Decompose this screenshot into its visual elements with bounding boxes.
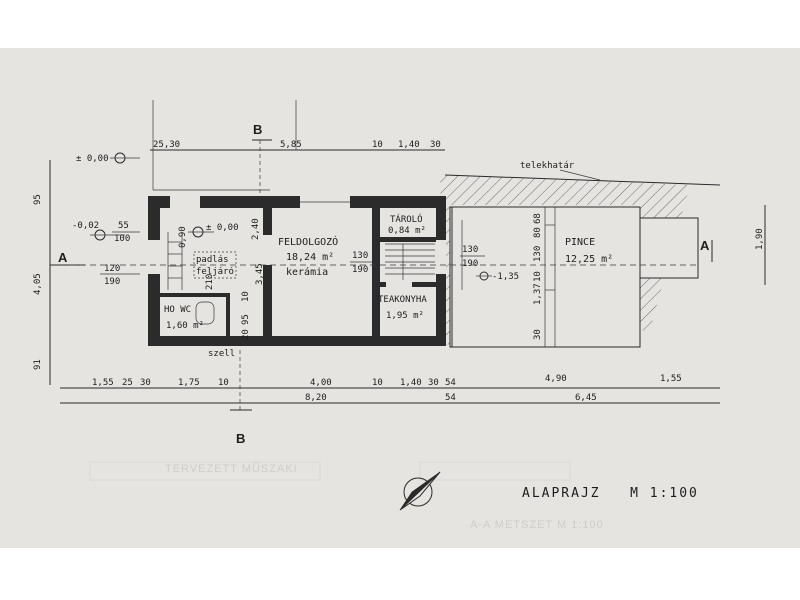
wall-south <box>148 336 444 346</box>
section-a-right: A <box>700 238 710 253</box>
level-pince: -1,35 <box>492 272 519 282</box>
drawing-sheet: TERVEZETT MŰSZAKI A-A METSZET M 1:100 te… <box>0 48 800 548</box>
dim-240: 2,40 <box>251 218 261 240</box>
north-arrow-icon <box>399 471 441 511</box>
room-tarolo-area: 0,84 m² <box>388 226 426 236</box>
room-wc-name: HO WC <box>164 305 191 315</box>
szell-label: szell <box>208 349 235 359</box>
dim-right-r5: 1,37 <box>533 283 543 305</box>
ghost-text-1: TERVEZETT MŰSZAKI <box>165 461 298 475</box>
dim-b1-j: 54 <box>445 378 456 388</box>
dim-right-r4: 10 <box>533 271 543 282</box>
dim-10: 10 <box>241 291 251 302</box>
dim-95: 95 <box>241 314 251 325</box>
wall-feldolgozo-east <box>372 208 380 336</box>
level-inside: ± 0,00 <box>206 223 239 233</box>
section-a-left: A <box>58 250 68 265</box>
section-b-top: B <box>253 122 262 137</box>
room-feldolgozo-area: 18,24 m² <box>286 252 334 263</box>
boundary-leader <box>559 169 601 181</box>
door-teakonyha <box>386 282 412 287</box>
ghost-frame-1 <box>89 461 321 481</box>
room-tarolo-name: TÁROLÓ <box>390 213 423 225</box>
pince-door-top: 130 <box>462 245 478 255</box>
dim-left-mid: 4,05 <box>33 273 43 295</box>
wall-wc-east <box>226 293 230 336</box>
dim-right-r6: 30 <box>533 329 543 340</box>
door-pince <box>436 240 446 274</box>
ghost-text-2: A-A METSZET M 1:100 <box>470 519 604 531</box>
room-teakonyha-area: 1,95 m² <box>386 311 424 321</box>
dim-b1-f: 4,00 <box>310 378 332 388</box>
dim-right-r3: 130 <box>533 246 543 262</box>
section-b-bottom: B <box>236 431 245 446</box>
wall-wc-north <box>160 293 230 297</box>
room-teakonyha-name: TEAKONYHA <box>378 295 427 305</box>
dim-b1-l: 1,55 <box>660 374 682 384</box>
dim-b1-k: 4,90 <box>545 374 567 384</box>
dim-b1-i: 30 <box>428 378 439 388</box>
level-entry: -0,02 <box>72 221 99 231</box>
dim-right-val: 1,90 <box>755 228 765 250</box>
wall-north <box>148 196 444 208</box>
dim-b1-e: 10 <box>218 378 229 388</box>
dim-left-top: 95 <box>33 194 43 205</box>
room-feldolgozo-finish: kerámia <box>286 266 328 278</box>
attic-ladder <box>167 232 183 290</box>
boundary-line <box>444 174 721 186</box>
dim-120: 120 <box>104 264 120 274</box>
toilet-fixture <box>195 301 215 325</box>
wall-tarolo <box>380 237 436 242</box>
feldolgozo-door-bottom: 190 <box>352 265 368 275</box>
dim-right-r2: 80 <box>533 227 543 238</box>
dim-190: 190 <box>104 277 120 287</box>
pince-door-bottom: 190 <box>462 259 478 269</box>
dim-b1-c: 30 <box>140 378 151 388</box>
stair-steps <box>385 243 435 280</box>
room-pince-area: 12,25 m² <box>565 254 613 265</box>
pince-extension <box>639 217 699 279</box>
dim-top-2: 5,85 <box>280 140 302 150</box>
boundary-label: telekhatár <box>520 161 575 171</box>
dim-55: 55 <box>118 221 129 231</box>
door-feldolgozo <box>263 235 272 265</box>
floor-plan-drawing: TERVEZETT MŰSZAKI A-A METSZET M 1:100 te… <box>33 100 766 531</box>
pince-extension-clear <box>640 218 700 278</box>
wall-feldolgozo-west <box>263 208 272 336</box>
dim-20: 20 <box>241 329 251 340</box>
opening-north <box>170 196 200 208</box>
dim-top-3: 10 <box>372 140 383 150</box>
dim-b1-b: 25 <box>122 378 133 388</box>
drawing-title: ALAPRAJZ M 1:100 <box>522 486 699 501</box>
dim-210: 210 <box>205 274 215 290</box>
dim-right-r1: 68 <box>533 213 543 224</box>
dim-090: 0,90 <box>178 226 188 248</box>
dim-b1-g: 10 <box>372 378 383 388</box>
dim-top-4: 1,40 <box>398 140 420 150</box>
room-pince-name: PINCE <box>565 237 595 248</box>
entry-door-opening <box>148 240 160 274</box>
dim-b2-gap: 54 <box>445 393 456 403</box>
dim-b2-total-right: 6,45 <box>575 393 597 403</box>
dim-left-bottom: 91 <box>33 359 43 370</box>
dim-b1-a: 1,55 <box>92 378 114 388</box>
room-feldolgozo-name: FELDOLGOZÓ <box>278 235 338 248</box>
dim-100: 100 <box>114 234 130 244</box>
dim-top-1: 25,30 <box>153 140 180 150</box>
dim-b1-h: 1,40 <box>400 378 422 388</box>
feldolgozo-door-top: 130 <box>352 251 368 261</box>
dim-b1-d: 1,75 <box>178 378 200 388</box>
dim-345: 3,45 <box>255 263 265 285</box>
padlas-line2: feljáró <box>196 266 234 277</box>
level-outside: ± 0,00 <box>76 154 109 164</box>
padlas-line1: padlás <box>196 255 229 265</box>
dim-top-5: 30 <box>430 140 441 150</box>
ghost-frame-2 <box>419 461 571 481</box>
dim-b2-total-left: 8,20 <box>305 393 327 403</box>
room-wc-area: 1,60 m² <box>166 321 204 331</box>
